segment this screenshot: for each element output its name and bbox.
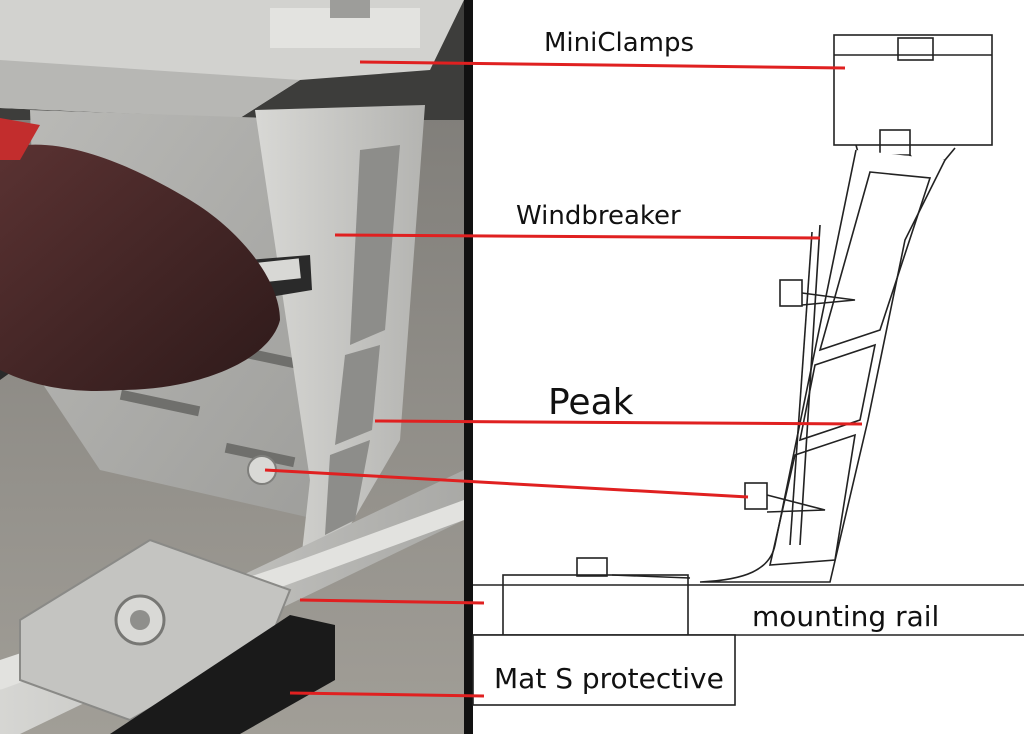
label-mounting-rail: mounting rail (752, 600, 940, 633)
photo-clamp-bolt-socket (130, 610, 150, 630)
leader-mounting-rail (299, 598, 485, 605)
drawing-panel (472, 34, 1024, 706)
photo-gloved-hand (0, 144, 280, 391)
photo-plate-slot (224, 442, 296, 468)
drawing-profile-chamber (768, 433, 856, 566)
photo-module-frame-shadow (0, 60, 300, 118)
photo-protective-mat (110, 615, 335, 734)
drawing-screw-head (779, 279, 803, 307)
leader-mat (289, 691, 485, 698)
photo-profile-chamber (350, 145, 400, 345)
drawing-screw-head (744, 482, 768, 510)
drawing-profile-chamber (818, 171, 932, 352)
drawing-miniclamp-cap (897, 37, 934, 61)
drawing-screw (801, 292, 856, 306)
photo-plate-slot (119, 389, 201, 417)
drawing-base-clamp (502, 574, 689, 636)
drawing-base-bolt (576, 557, 608, 577)
drawing-plate-edge (799, 224, 821, 546)
photo-clamp-bolt (330, 0, 370, 18)
leader-screw (264, 468, 749, 499)
label-protective-mat: Mat S protective (494, 662, 724, 695)
photo-profile-chamber (335, 345, 380, 445)
photo-panel (0, 0, 464, 734)
leader-lines (264, 60, 863, 698)
drawing-windbreaker-profile (699, 149, 946, 583)
drawing-miniclamp (833, 34, 993, 146)
leader-miniclamps (359, 60, 846, 70)
label-windbreaker: Windbreaker (516, 201, 681, 231)
panel-divider (464, 0, 473, 734)
photo-glove-cuff (0, 118, 40, 160)
photo-profile-chamber (325, 440, 370, 535)
drawing-plate-edge (789, 231, 813, 546)
leader-peak (374, 419, 863, 426)
leader-windbreaker (334, 233, 821, 240)
label-peak: Peak (548, 382, 634, 423)
label-miniclamps: MiniClamps (544, 28, 695, 58)
drawing-profile-chamber (798, 343, 877, 442)
drawing-base-clip (611, 574, 691, 579)
drawing-screw (766, 494, 826, 513)
drawing-protective-mat (472, 634, 736, 706)
